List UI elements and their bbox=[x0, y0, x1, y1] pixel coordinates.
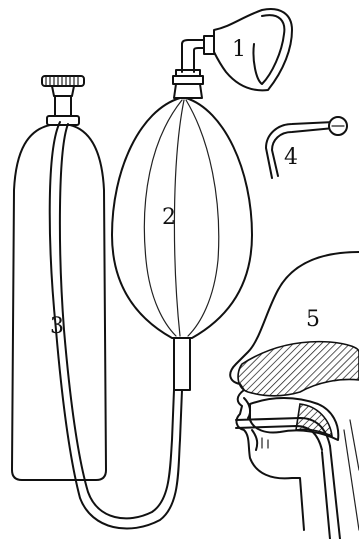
label-2: 2 bbox=[162, 205, 176, 230]
oral-airway: 4 bbox=[266, 117, 347, 178]
oxygen-cylinder: 3 bbox=[12, 76, 106, 480]
bag-body bbox=[112, 98, 252, 338]
label-5: 5 bbox=[306, 307, 320, 332]
nasal-cavity bbox=[238, 342, 359, 396]
label-1: 1 bbox=[232, 37, 246, 62]
head-cross-section: 5 bbox=[230, 252, 359, 539]
label-4: 4 bbox=[284, 145, 298, 170]
cylinder-valve-stem bbox=[52, 86, 74, 96]
cylinder-body bbox=[12, 125, 106, 480]
resuscitator-bag: 2 bbox=[112, 70, 252, 390]
